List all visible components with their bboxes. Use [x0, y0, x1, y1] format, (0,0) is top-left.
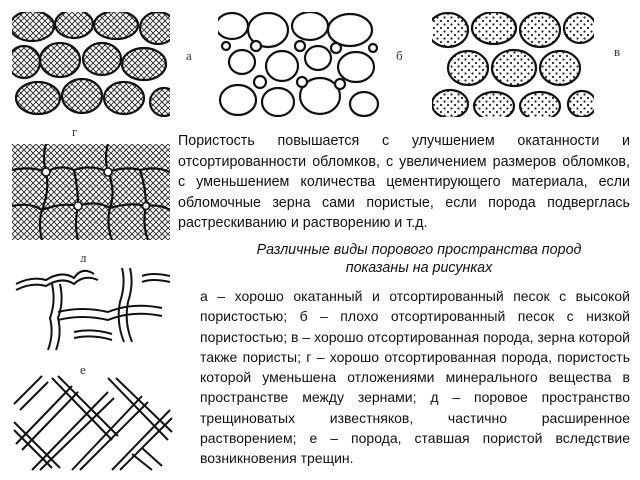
figure-e-label: е — [80, 362, 86, 377]
figure-g-label: г — [72, 124, 78, 139]
figures-description: а – хорошо окатанный и отсортированный п… — [200, 288, 630, 467]
figure-g-cemented-grains — [12, 144, 170, 240]
figure-a-well-sorted-sand — [12, 12, 170, 117]
figure-a-label: а — [186, 48, 192, 63]
figure-d-label: д — [80, 250, 87, 265]
figure-v-label: в — [614, 44, 621, 59]
figure-b-label: б — [396, 48, 403, 63]
figure-e-fracture-network — [12, 374, 174, 472]
porosity-intro-text: Пористость повышается с улучшением оката… — [178, 133, 630, 231]
figure-v-porous-grains — [432, 12, 594, 117]
figure-b-unsorted-sand — [218, 12, 380, 117]
figures-caption: Различные виды порового пространства пор… — [256, 242, 582, 276]
figure-d-fissure-channels — [12, 262, 174, 352]
